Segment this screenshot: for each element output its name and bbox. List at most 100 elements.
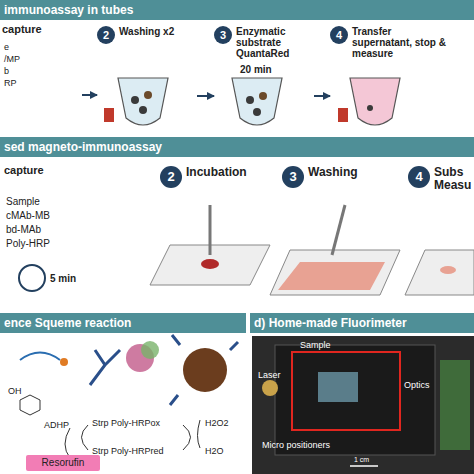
- bead: [131, 96, 139, 104]
- reaction-arrow: [198, 420, 201, 448]
- laser-module: [262, 380, 278, 396]
- bead: [246, 96, 254, 104]
- photo-bg: [252, 336, 474, 474]
- clock-icon: [19, 265, 45, 291]
- tube-3: [232, 78, 282, 125]
- slide: [270, 250, 400, 295]
- step-box: 4Subs Measu: [408, 166, 474, 200]
- magnet: [338, 108, 348, 122]
- step-number: 4: [330, 26, 348, 44]
- housing: [275, 345, 435, 455]
- tube-body: [232, 78, 282, 125]
- bead: [253, 108, 261, 116]
- text-label: /MP: [4, 54, 20, 64]
- text-label: Optics: [404, 380, 430, 390]
- slide: [405, 250, 474, 295]
- cycle-arc: [82, 425, 89, 450]
- step-row: 3Washing: [282, 166, 392, 188]
- step-row: 3Enzymatic substrate QuantaRed: [214, 26, 314, 59]
- text-label: 5 min: [50, 273, 76, 284]
- step-label: Resorufin: [26, 455, 100, 471]
- protein: [141, 341, 159, 359]
- scale-bar: [350, 465, 378, 467]
- panel-title: sed magneto-immunoassay: [4, 137, 474, 157]
- bead: [367, 105, 373, 111]
- step-arrow: [314, 95, 330, 97]
- text-label: Micro positioners: [262, 440, 330, 450]
- optics-block: [318, 372, 358, 402]
- step-box: capture: [4, 164, 84, 184]
- pipette: [209, 205, 212, 255]
- text-label: Strp Poly-HRPox: [92, 418, 160, 428]
- text-label: H2O2: [205, 418, 229, 428]
- panel-title: ence Squeme reaction: [4, 313, 246, 333]
- bead: [139, 106, 147, 114]
- header-band: d) Home-made Fluorimeter: [250, 313, 474, 333]
- text-label: ADHP: [44, 420, 69, 430]
- step-row: 4Transfer supernatant, stop & measure: [330, 26, 450, 59]
- fluorimeter-photo: [252, 336, 474, 474]
- step-box: capture: [2, 24, 82, 124]
- text-label: 20 min: [240, 64, 272, 75]
- step-row: capture: [2, 24, 82, 35]
- panel-title: immunoassay in tubes: [4, 0, 474, 20]
- phenol-ring: [20, 395, 40, 415]
- step-label: Subs Measu: [434, 166, 474, 192]
- step-number: 2: [160, 166, 182, 188]
- text-label: Laser: [258, 370, 281, 380]
- step-arrow: [197, 95, 214, 97]
- text-label: OH: [8, 386, 22, 396]
- text-label: cMAb-MB: [6, 210, 50, 221]
- text-label: Sample: [300, 340, 331, 350]
- step-box: 4Transfer supernatant, stop & measure: [330, 26, 450, 126]
- step-number: 4: [408, 166, 430, 188]
- header-band: sed magneto-immunoassay: [0, 137, 474, 157]
- header-band: ence Squeme reaction: [0, 313, 246, 333]
- text-label: Sample: [6, 196, 40, 207]
- detector-board: [440, 360, 470, 450]
- label-dot: [60, 358, 68, 366]
- step-label: Washing: [308, 166, 358, 179]
- text-label: e: [4, 42, 9, 52]
- step-label: Washing x2: [119, 26, 174, 37]
- cycle-arc: [183, 425, 191, 450]
- step-row: capture: [4, 164, 84, 177]
- step-label: Incubation: [186, 166, 247, 179]
- step-label: capture: [2, 24, 42, 35]
- text-label: Strp Poly-HRPred: [92, 446, 164, 456]
- text-label: H2O: [205, 446, 224, 456]
- slide-3: [270, 205, 400, 295]
- tube-2: [104, 78, 168, 125]
- linker: [20, 353, 60, 361]
- header-band: immunoassay in tubes: [0, 0, 474, 20]
- step-label: Transfer supernatant, stop & measure: [352, 26, 450, 59]
- bead: [259, 92, 267, 100]
- step-label: Enzymatic substrate QuantaRed: [236, 26, 314, 59]
- tube-body: [118, 78, 168, 125]
- drop: [201, 259, 219, 269]
- step-box: 2 Washing x2: [97, 26, 197, 126]
- text-label: b: [4, 66, 9, 76]
- text-label: bd-MAb: [6, 224, 41, 235]
- step-box: 3Enzymatic substrate QuantaRed: [214, 26, 314, 126]
- magnetic-bead: [183, 348, 227, 392]
- step-row: 4Subs Measu: [408, 166, 474, 192]
- ring: [20, 395, 40, 415]
- antibody: [170, 335, 238, 405]
- step-box: 2 Incubation: [160, 166, 270, 196]
- drop: [440, 266, 456, 274]
- step-number: 2: [97, 26, 115, 44]
- text-label: RP: [4, 78, 17, 88]
- product-box: Resorufin: [26, 455, 100, 471]
- step-box: 3Washing: [282, 166, 392, 196]
- step-label: capture: [4, 164, 44, 177]
- bead: [144, 91, 152, 99]
- text-label: 1 cm: [354, 456, 369, 464]
- step-row: 2 Incubation: [160, 166, 270, 188]
- tube-4: [338, 78, 400, 125]
- magnet: [104, 108, 114, 122]
- text-label: Poly-HRP: [6, 238, 50, 249]
